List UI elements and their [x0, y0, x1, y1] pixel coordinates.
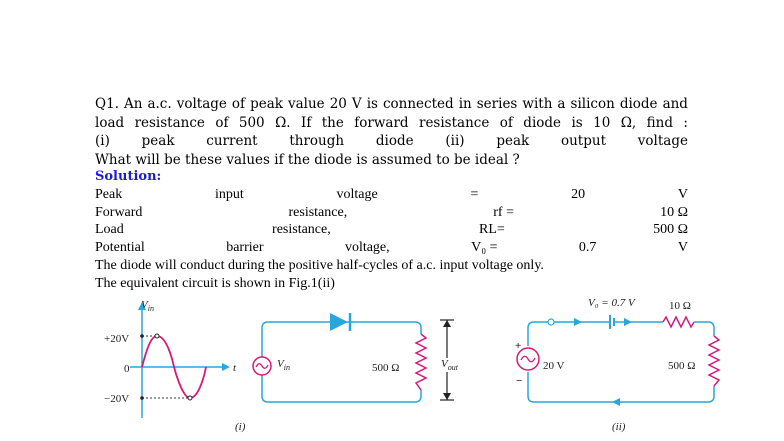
- forward-resistor-label: 10 Ω: [669, 300, 691, 312]
- question-word: with: [522, 96, 553, 112]
- question-word: current: [206, 133, 258, 149]
- question-word: voltage: [176, 96, 227, 112]
- question-word: peak: [250, 96, 283, 112]
- solution-heading: Solution:: [95, 169, 162, 184]
- question-word: peak: [141, 133, 175, 149]
- tick-zero: 0: [124, 363, 130, 375]
- figure-ii-caption: (ii): [612, 421, 626, 433]
- question-word: peak: [496, 133, 530, 149]
- vout-label: Vout: [441, 358, 458, 373]
- question-word: Ω.: [275, 115, 291, 131]
- conduction-note: The diode will conduct during the positi…: [95, 258, 544, 273]
- question-word: find: [646, 115, 673, 131]
- question-word: and: [662, 96, 688, 112]
- question-word: V: [351, 96, 362, 112]
- question-word: (i): [95, 133, 110, 149]
- question-word: 10: [593, 115, 611, 131]
- question-word: resistance: [418, 115, 490, 131]
- time-axis-label: t: [233, 362, 237, 374]
- question-word: the: [321, 115, 344, 131]
- question-word: is: [366, 96, 378, 112]
- question-word: a.c.: [147, 96, 172, 112]
- question-word: silicon: [570, 96, 615, 112]
- question-word: of: [215, 115, 229, 131]
- question-word: :: [683, 115, 688, 131]
- half-wave-rectifier-circuit-icon: [252, 313, 454, 403]
- question-word: (ii): [445, 133, 465, 149]
- question-word: Q1.: [95, 96, 119, 112]
- equivalent-circuit-icon: [516, 315, 721, 406]
- tick-plus-20v: +20V: [104, 333, 130, 345]
- question-word: forward: [354, 115, 409, 131]
- question-word: of: [231, 96, 246, 112]
- question-word: voltage: [637, 133, 688, 149]
- question-word: value: [287, 96, 325, 112]
- question-word: Ω,: [620, 115, 637, 131]
- question-word: 20: [329, 96, 347, 112]
- given-row-forward-resistance: Forward resistance, rf = 10 Ω: [95, 205, 688, 220]
- question-word: output: [560, 133, 606, 149]
- question-word: through: [289, 133, 345, 149]
- question-word: diode: [375, 133, 414, 149]
- question-word: in: [458, 96, 472, 112]
- question-word: is: [571, 115, 583, 131]
- figure-i-caption: (i): [235, 421, 246, 433]
- given-row-load-resistance: Load resistance, RL= 500 Ω: [95, 222, 688, 237]
- question-word: resistance: [134, 115, 205, 131]
- question-word: If: [300, 115, 312, 131]
- plus-terminal: +: [515, 340, 522, 352]
- question-word: of: [499, 115, 513, 131]
- source-voltage-label: 20 V: [543, 360, 565, 372]
- equivalent-circuit-note: The equivalent circuit is shown in Fig.1…: [95, 276, 335, 291]
- barrier-voltage-label: V₀ = 0.7 V: [588, 297, 635, 309]
- question-word: load: [95, 115, 125, 131]
- vin-source-label: Vin: [277, 358, 290, 373]
- question-word: An: [123, 96, 143, 112]
- question-line-3: (i) peak current through diode (ii) peak output…: [95, 133, 688, 149]
- question-word: connected: [382, 96, 454, 112]
- load-resistor-label: 500 Ω: [372, 362, 400, 374]
- question-word: diode: [619, 96, 658, 112]
- question-word: a: [557, 96, 566, 112]
- given-row-peak-voltage: Peak input voltage = 20 V: [95, 187, 688, 202]
- load-resistor-label-ii: 500 Ω: [668, 360, 696, 372]
- question-word: diode: [523, 115, 562, 131]
- question-line-4: What will be these values if the diode i…: [95, 152, 520, 168]
- vin-axis-label: Vin: [141, 299, 154, 314]
- question-word: 500: [238, 115, 265, 131]
- minus-terminal: −: [516, 375, 523, 387]
- given-row-barrier-voltage: Potential barrier voltage, V₀ = 0.7 V: [95, 240, 688, 255]
- question-word: series: [476, 96, 518, 112]
- tick-minus-20v: −20V: [104, 393, 130, 405]
- sine-wave-graph-icon: [130, 302, 230, 418]
